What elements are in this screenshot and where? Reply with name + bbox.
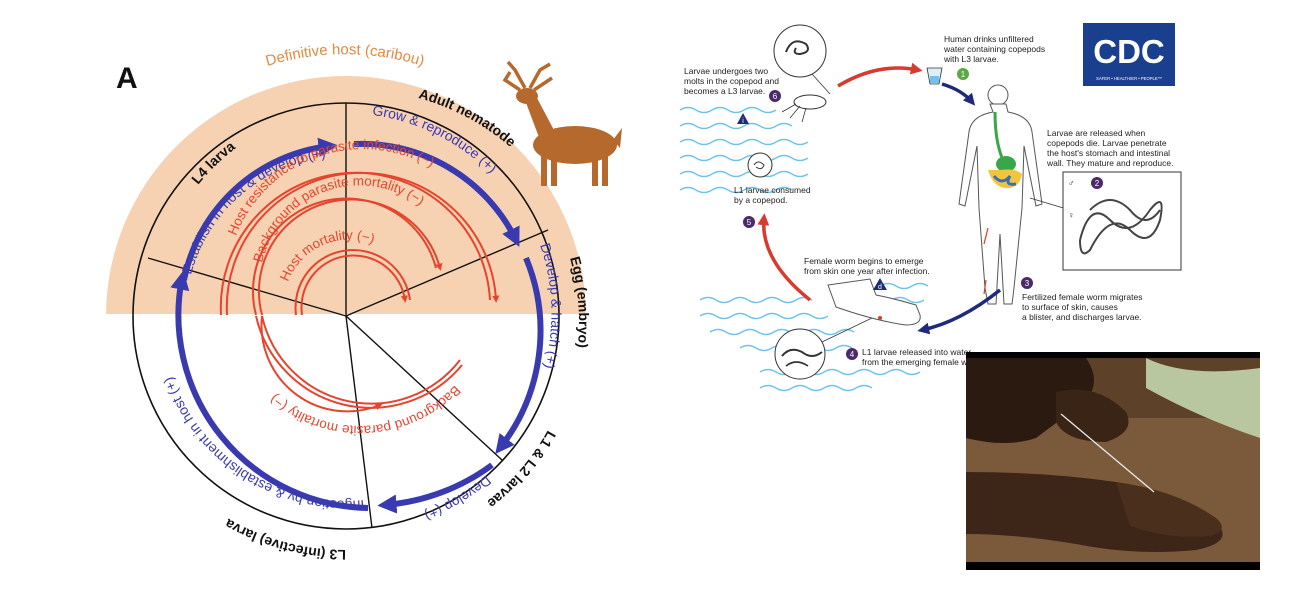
develop-hatch-arrow <box>495 256 544 455</box>
step-5-badge <box>743 216 755 228</box>
step-2-text: Larvae are released when copepods die. L… <box>1046 128 1173 168</box>
diagnostic-stage-marker <box>873 278 887 290</box>
foot-illustration <box>774 278 921 380</box>
cdc-logo-tagline: SAFER • HEALTHIER • PEOPLE™ <box>1096 76 1162 81</box>
step-3-number: 3 <box>1025 279 1030 288</box>
negative-process-arrows <box>219 171 500 413</box>
copepod-illustration <box>747 24 831 178</box>
positive-process-arrows <box>170 137 544 514</box>
step-6-number: 6 <box>773 92 778 101</box>
stage-l1l2-label: L1 & L2 larvae <box>484 429 559 512</box>
cdc-cycle-arrows <box>757 62 1002 335</box>
step-captions: Human drinks unfiltered water containing… <box>684 34 1173 367</box>
step-5-number: 5 <box>747 218 752 227</box>
life-cycle-diagram-left: A Definitive host (caribou) <box>106 41 622 563</box>
water-cup-icon <box>926 67 943 85</box>
step-4-number: 4 <box>850 350 855 359</box>
cdc-logo: CDC SAFER • HEALTHIER • PEOPLE™ <box>1083 23 1175 86</box>
step-6-badge <box>769 90 781 102</box>
step-6-text: Larvae undergoes two molts in the copepo… <box>684 66 781 96</box>
step-3-text: Fertilized female worm migrates to surfa… <box>1022 292 1145 322</box>
photo-illustration <box>966 358 1260 570</box>
step-1-number: 1 <box>961 70 966 79</box>
foot-note-text: Female worm begins to emerge from skin o… <box>804 256 930 276</box>
female-symbol: ♀ <box>1068 210 1074 220</box>
adult-worms-inset: ♂ ♀ <box>1029 171 1182 271</box>
definitive-host-label: Definitive host (caribou) <box>264 41 427 70</box>
step-2-number: 2 <box>1095 179 1100 188</box>
step-badges: 1 2 3 4 5 6 i d <box>737 68 1103 360</box>
infective-stage-marker <box>737 113 749 124</box>
step-1-badge <box>957 68 969 80</box>
step-1-text: Human drinks unfiltered water containing… <box>943 34 1048 64</box>
develop-arrow <box>377 462 494 514</box>
grow-arrow <box>353 140 520 247</box>
step-4-text: L1 larvae released into water from the e… <box>862 347 984 367</box>
step-5-text: L1 larvae consumed by a copepod. <box>734 185 813 205</box>
step-3-badge <box>1021 277 1033 289</box>
ingestion-arrow <box>170 270 369 511</box>
ingestion-label: Ingestion by & establishment in host (+) <box>160 375 365 514</box>
sector-dividers <box>147 103 549 529</box>
human-body-illustration <box>958 84 1043 305</box>
cdc-logo-letters: CDC <box>1093 33 1165 70</box>
male-symbol: ♂ <box>1068 178 1074 188</box>
diagnostic-stage-letter: d <box>878 284 882 291</box>
cdc-life-cycle-diagram: CDC SAFER • HEALTHIER • PEOPLE™ <box>679 23 1182 392</box>
step-4-badge <box>846 348 858 360</box>
guinea-worm-extraction-photo <box>966 352 1260 570</box>
establish-arrow <box>181 137 338 281</box>
infective-stage-letter: i <box>742 118 744 125</box>
caribou-silhouette <box>502 60 622 186</box>
stage-l3-label: L3 (infective) larva <box>222 516 346 563</box>
panel-letter: A <box>116 62 138 95</box>
step-2-badge <box>1091 177 1103 189</box>
